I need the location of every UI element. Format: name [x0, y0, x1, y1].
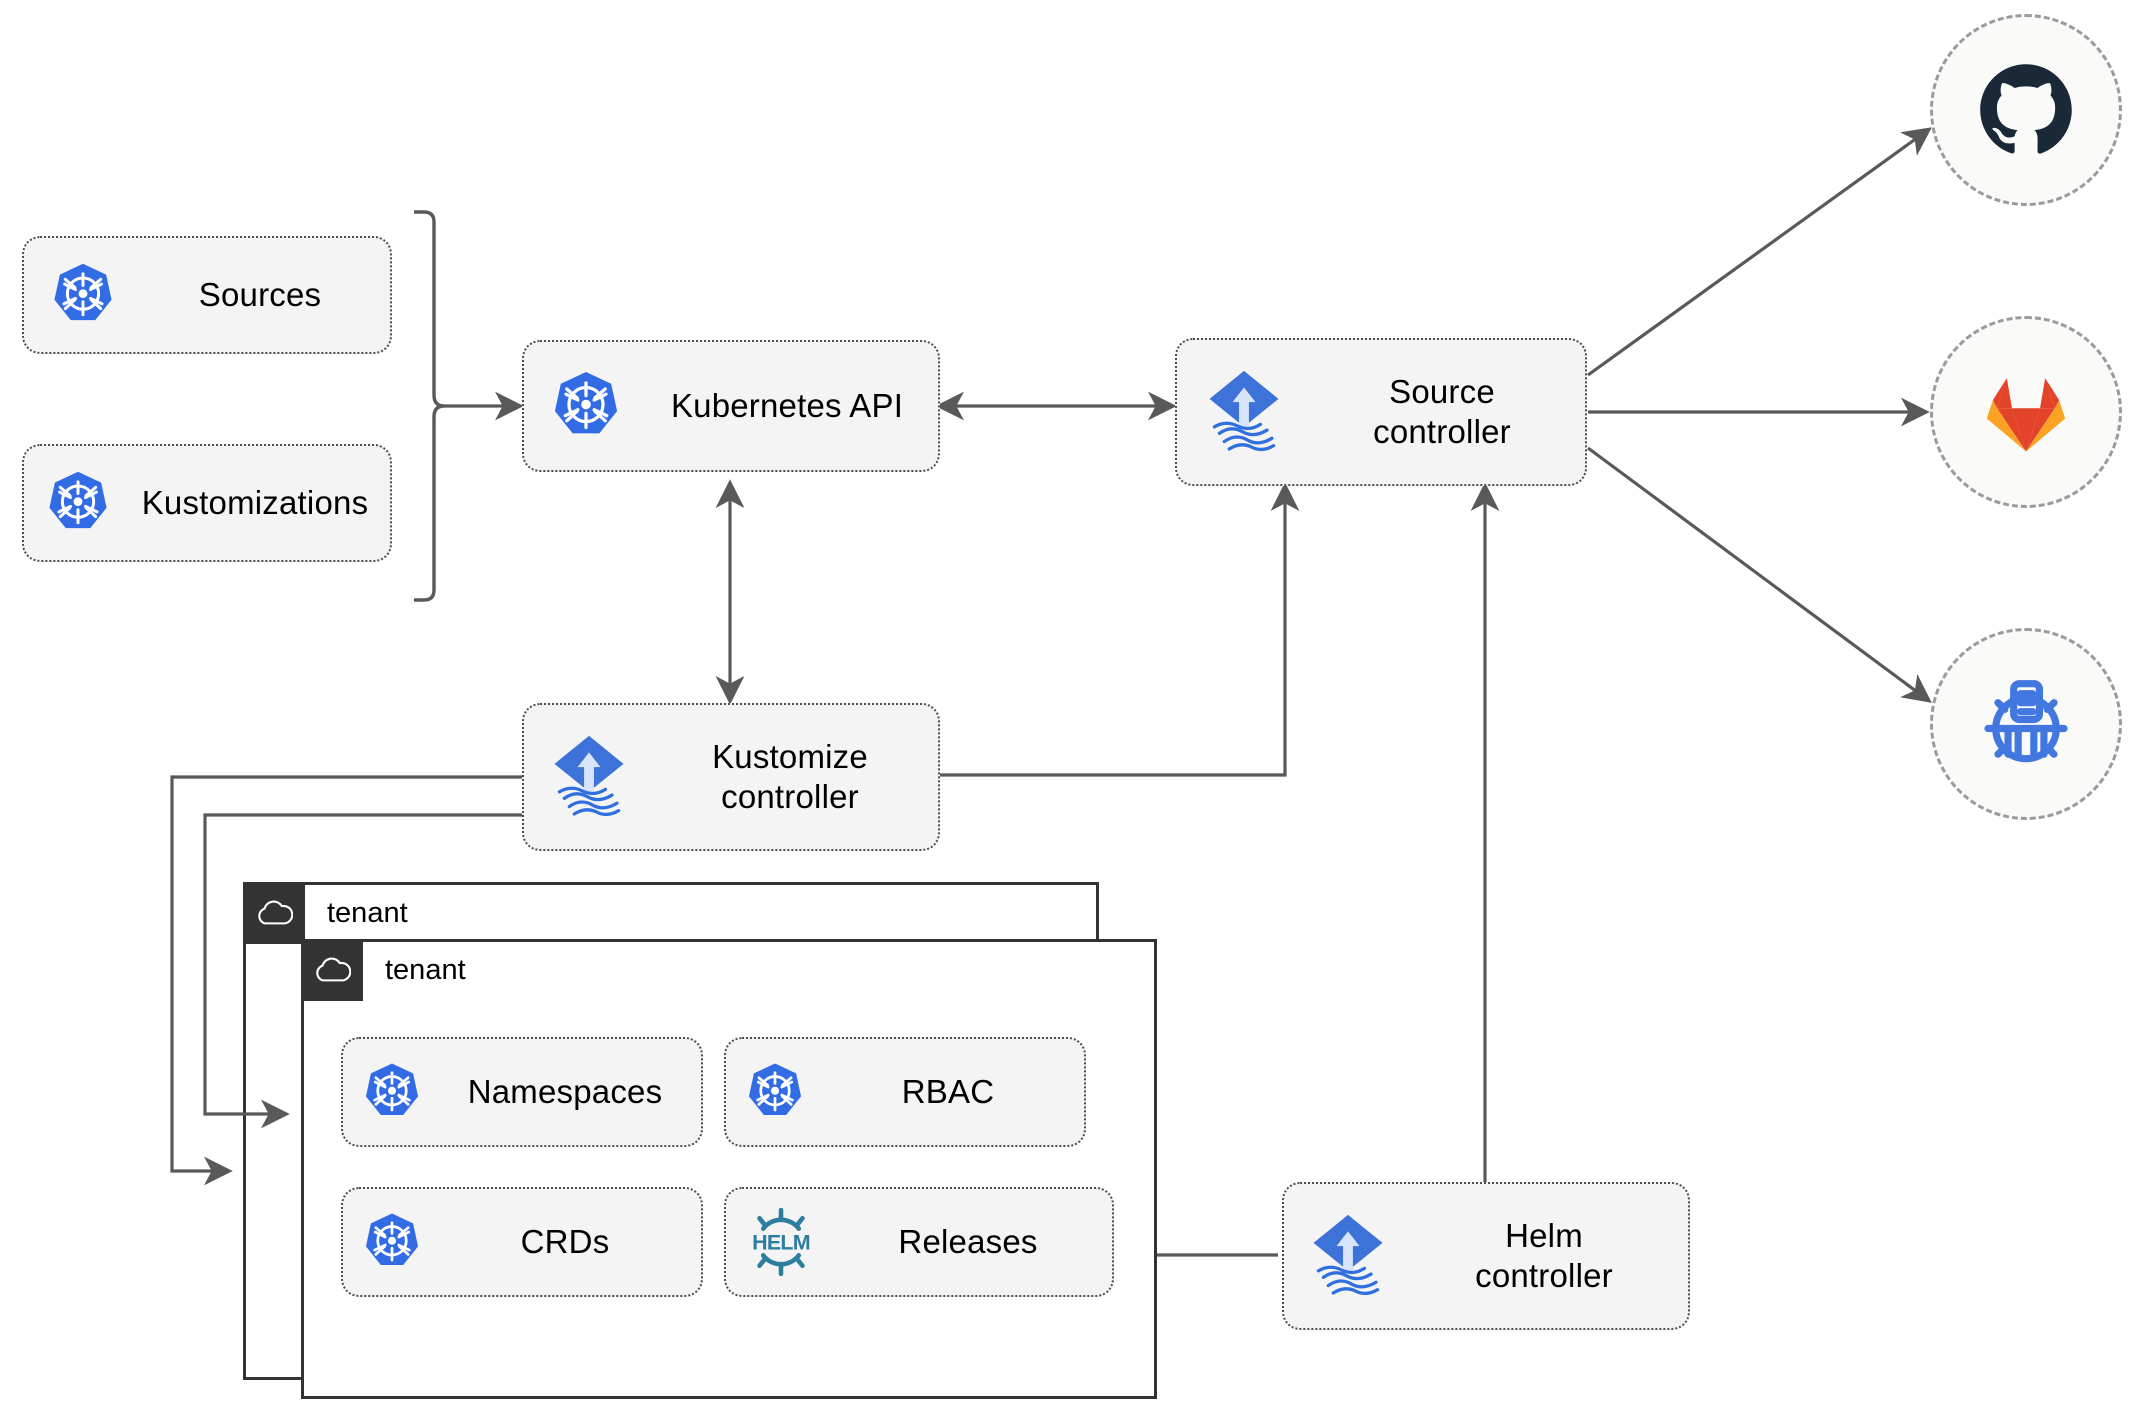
node-helm-controller[interactable]: Helm controller — [1282, 1182, 1690, 1330]
helm-icon: HELM — [726, 1205, 836, 1279]
provider-github[interactable] — [1930, 14, 2122, 206]
edge-source-to-helmrepo — [1587, 446, 1932, 703]
tenant-title-bar: tenant — [243, 882, 408, 944]
kubernetes-icon — [343, 1061, 441, 1123]
node-kubernetes-api[interactable]: Kubernetes API — [522, 340, 940, 472]
cloud-icon — [243, 882, 305, 944]
tenant-resource-label: CRDs — [520, 1222, 610, 1260]
tenant-resource-crds[interactable]: CRDs — [341, 1187, 703, 1297]
node-label: Kustomize controller — [712, 737, 868, 815]
kubernetes-icon — [726, 1061, 824, 1123]
tenant-label: tenant — [385, 953, 466, 986]
kubernetes-icon — [24, 261, 142, 329]
resources-bracket — [414, 210, 445, 602]
edge-source-to-github — [1587, 127, 1932, 377]
tenant-resource-rbac[interactable]: RBAC — [724, 1037, 1086, 1147]
svg-text:HELM: HELM — [752, 1230, 810, 1254]
cloud-icon — [301, 939, 363, 1001]
kubernetes-icon — [343, 1211, 441, 1273]
flux-icon — [1177, 366, 1311, 458]
resource-label: Sources — [198, 275, 322, 313]
node-label: Helm controller — [1475, 1216, 1613, 1294]
tenant-resource-label: Releases — [898, 1222, 1038, 1260]
provider-helm-repository[interactable] — [1930, 628, 2122, 820]
resource-card-sources[interactable]: Sources — [22, 236, 392, 354]
tenant-container-front[interactable]: tenant — [301, 939, 1157, 1399]
provider-gitlab[interactable] — [1930, 316, 2122, 508]
tenant-resource-releases[interactable]: HELM Releases — [724, 1187, 1114, 1297]
resource-card-kustomizations[interactable]: Kustomizations — [22, 444, 392, 562]
tenant-resource-label: Namespaces — [467, 1072, 663, 1110]
helm-repository-icon — [1984, 680, 2068, 763]
tenant-label: tenant — [327, 896, 408, 929]
tenant-resource-label: RBAC — [901, 1072, 995, 1110]
kubernetes-icon — [524, 369, 648, 443]
tenant-title-bar: tenant — [301, 939, 466, 1001]
tenant-resource-namespaces[interactable]: Namespaces — [341, 1037, 703, 1147]
flux-icon — [524, 731, 654, 823]
github-icon — [1980, 64, 2072, 154]
gitlab-icon — [1986, 378, 2066, 452]
resource-label: Kustomizations — [141, 483, 369, 521]
kubernetes-icon — [24, 469, 132, 537]
node-label: Kubernetes API — [670, 386, 904, 424]
node-source-controller[interactable]: Source controller — [1175, 338, 1587, 486]
edge-kustomize-to-source — [940, 482, 1300, 777]
node-kustomize-controller[interactable]: Kustomize controller — [522, 703, 940, 851]
flux-icon — [1284, 1210, 1412, 1302]
node-label: Source controller — [1373, 372, 1511, 450]
